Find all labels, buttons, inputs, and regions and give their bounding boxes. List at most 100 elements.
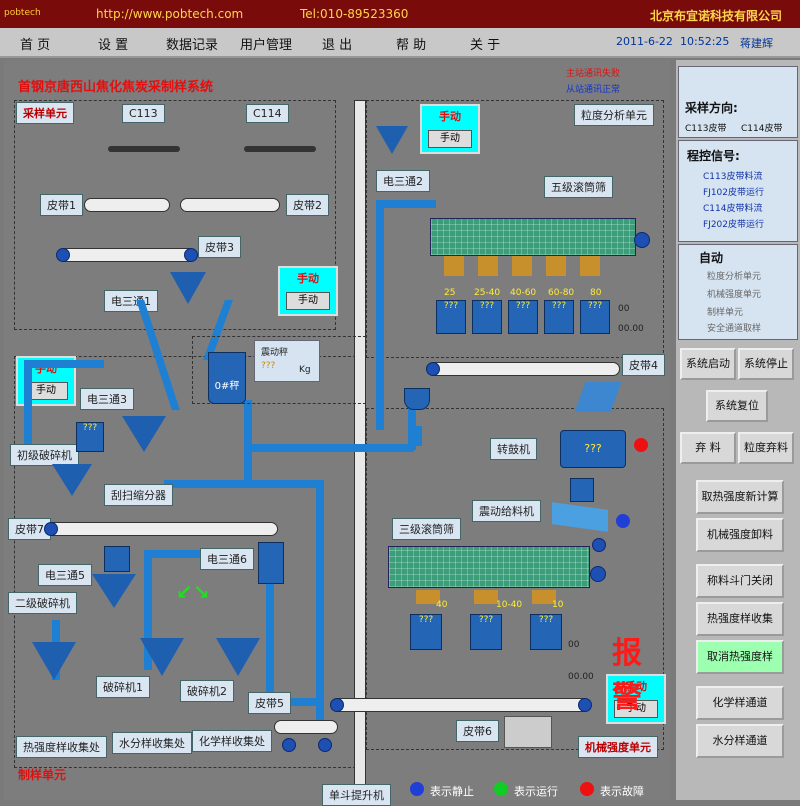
size-discard-button[interactable]: 粒度弃料	[738, 432, 794, 464]
water-channel-button[interactable]: 水分样通道	[696, 724, 784, 758]
hot-recalc-button[interactable]: 取热强度新计算	[696, 480, 784, 514]
signal-2: FJ102皮带运行	[703, 188, 765, 198]
manual-box-mech: 手动 手动	[606, 674, 666, 724]
auto-item-1: 粒度分析单元	[707, 272, 762, 282]
etee5-hopper	[104, 546, 130, 572]
legend-fault: 表示故障	[600, 785, 644, 798]
pipe-horizontal-mid	[244, 444, 414, 452]
prep-zone	[14, 356, 366, 768]
mech-bin-3: ???	[530, 614, 562, 650]
manual-button-mech[interactable]: 手动	[614, 700, 658, 718]
legend-fault-dot	[580, 782, 594, 796]
pipe-to-screen5	[376, 200, 384, 430]
menu-settings[interactable]: 设 置	[98, 38, 129, 53]
size2-label-1: 40	[436, 600, 448, 610]
belt5	[274, 720, 338, 734]
direction-c114[interactable]: C114皮带	[741, 124, 783, 134]
bin0-label: 0#秤	[214, 381, 240, 392]
cancel-hot-button[interactable]: 取消热强度样	[696, 640, 784, 674]
size-label-1: 25	[444, 288, 456, 298]
pipe-mech-right	[414, 426, 422, 446]
weigher-zone	[192, 336, 366, 404]
date-display: 2011-6-22	[616, 35, 673, 48]
menu-home[interactable]: 首 页	[20, 38, 51, 53]
scale-door-button[interactable]: 称料斗门关闭	[696, 564, 784, 598]
manual-button-sampling[interactable]: 手动	[286, 292, 330, 310]
mech-unload-button[interactable]: 机械强度卸料	[696, 518, 784, 552]
water-collect-label: 水分样收集处	[112, 732, 192, 754]
weigher-panel: 震动秤 ??? Kg	[254, 340, 320, 382]
hot-collect-button[interactable]: 热强度样收集	[696, 602, 784, 636]
size2-label-2: 10-40	[496, 600, 523, 610]
menu-bar: 首 页 设 置 数据记录 用户管理 退 出 帮 助 关 于 2011-6-22 …	[0, 28, 800, 58]
c114-label: C114	[246, 104, 289, 123]
etee5-label: 电三通5	[38, 564, 92, 586]
hot-strength-funnel	[32, 642, 76, 680]
direction-c113[interactable]: C113皮带	[685, 124, 727, 134]
menu-user-management[interactable]: 用户管理	[240, 38, 293, 53]
menu-data-records[interactable]: 数据记录	[166, 38, 219, 53]
slave-comm-status: 从站通讯正常	[566, 85, 621, 95]
manual-button-top[interactable]: 手动	[428, 130, 472, 148]
pipe-left-top	[24, 360, 104, 368]
belt6-roller-left	[330, 698, 344, 712]
c113-label: C113	[122, 104, 165, 123]
system-start-button[interactable]: 系统启动	[680, 348, 736, 380]
divider-label: 刮扫缩分器	[104, 484, 173, 506]
primary-crusher-label: 初级破碎机	[10, 444, 79, 466]
menu-help[interactable]: 帮 助	[396, 38, 427, 53]
menu-about[interactable]: 关 于	[470, 38, 501, 53]
belt2-label: 皮带2	[286, 194, 329, 216]
mech-zero-b: 00.00	[568, 672, 594, 682]
belt7-label: 皮带7	[8, 518, 51, 540]
crusher1-label: 破碎机1	[96, 676, 150, 698]
pipe-top-mid	[144, 550, 254, 558]
discard-button[interactable]: 弃 料	[680, 432, 736, 464]
etee1-label: 电三通1	[104, 290, 158, 312]
crusher2	[216, 638, 260, 676]
manual-box-sampling: 手动 手动	[278, 266, 338, 316]
etee1-hopper	[170, 272, 206, 304]
mech-bin-2: ???	[470, 614, 502, 650]
crusher1	[140, 638, 184, 676]
manual-box-top: 手动 手动	[420, 104, 480, 154]
primary-crusher	[52, 464, 92, 496]
signal-1: C113皮带料流	[703, 172, 763, 182]
system-stop-button[interactable]: 系统停止	[738, 348, 794, 380]
website-link[interactable]: http://www.pobtech.com	[96, 7, 244, 21]
belt4-roller	[426, 362, 440, 376]
diverter-arrows: ↙↘	[176, 580, 210, 604]
auto-item-2: 机械强度单元	[707, 290, 762, 300]
size-label-4: 60-80	[548, 288, 575, 298]
size-bin-1: ???	[436, 300, 466, 334]
mech-zero-a: 00	[568, 640, 580, 650]
bin0: 0#秤	[208, 352, 246, 404]
elevator-label: 单斗提升机	[322, 784, 391, 806]
mech-bin-1: ???	[410, 614, 442, 650]
size-zone	[366, 100, 664, 358]
screen3-chutes	[416, 590, 566, 604]
drum-fault-dot	[634, 438, 648, 452]
legend-stop-dot	[410, 782, 424, 796]
legend-stop: 表示静止	[430, 785, 474, 798]
weigher-unit: Kg	[299, 365, 311, 375]
pipe-crusher-mid	[144, 550, 152, 670]
pipe-vertical-right	[408, 400, 416, 450]
belt2	[180, 198, 280, 212]
user-display: 蒋建辉	[740, 37, 773, 50]
control-signal-panel: 程控信号: C113皮带料流 FJ102皮带运行 C114皮带料流 FJ202皮…	[678, 140, 798, 242]
etee6-label: 电三通6	[200, 548, 254, 570]
direction-title: 采样方向:	[685, 101, 738, 115]
title-bar: pobtech http://www.pobtech.com Tel:010-8…	[0, 0, 800, 28]
belt3-label: 皮带3	[198, 236, 241, 258]
system-title: 首钢京唐西山焦化焦炭采制样系统	[18, 80, 214, 95]
sampling-zone	[14, 100, 336, 330]
menu-exit[interactable]: 退 出	[322, 38, 353, 53]
system-reset-button[interactable]: 系统复位	[706, 390, 768, 422]
size-zero-b: 00.00	[618, 324, 644, 334]
chem-collect-label: 化学样收集处	[192, 730, 272, 752]
etee3-label: 电三通3	[80, 388, 134, 410]
drum-label: 转鼓机	[490, 438, 537, 460]
chem-channel-button[interactable]: 化学样通道	[696, 686, 784, 720]
size-label-2: 25-40	[474, 288, 501, 298]
